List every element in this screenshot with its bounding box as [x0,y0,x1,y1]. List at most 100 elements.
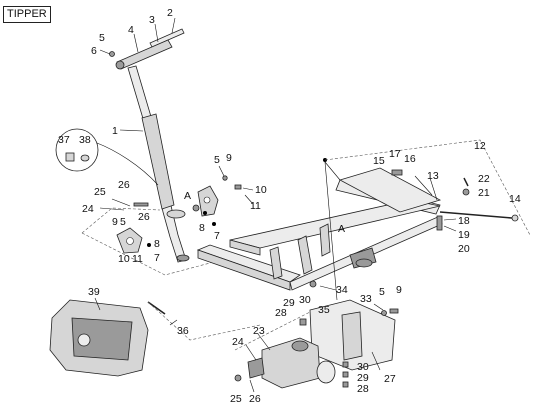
bolt-part-6 [109,51,115,57]
callout-37: 37 [58,134,70,146]
callout-10-upper: 10 [255,184,267,196]
callout-A-upper: A [184,190,191,202]
screw-part-36 [147,301,261,341]
callout-A-frame: A [338,223,345,235]
callout-5-left: 5 [120,216,126,228]
rod-end [511,214,519,222]
chassis-frame [196,139,531,301]
callout-36: 36 [177,325,189,337]
bolt-9c [389,308,399,314]
callout-22: 22 [478,173,490,185]
handle-end-cap [115,60,125,70]
callout-24-left: 24 [82,203,94,215]
callout-5-right: 5 [379,286,385,298]
callout-11-left: 11 [132,253,143,265]
bolt-33 [381,310,387,316]
handle-part-4 [116,39,173,70]
callout-29-lower: 29 [357,372,369,384]
callout-8-upper: 8 [199,222,205,234]
callout-19: 19 [458,229,470,241]
callout-26-pump: 26 [249,393,261,405]
callout-5: 5 [99,32,105,44]
callout-38: 38 [79,134,91,146]
callout-25-pump: 25 [230,393,242,405]
callout-39: 39 [88,286,100,298]
callout-14: 14 [509,193,521,205]
callout-15: 15 [373,155,385,167]
nut-7 [212,222,216,226]
callout-5-upper: 5 [214,154,220,166]
bolt-22 [463,177,469,187]
callout-27: 27 [384,373,396,385]
callout-10-left: 10 [118,253,130,265]
callout-1: 1 [112,125,118,137]
callout-8-left: 8 [154,238,160,250]
frame-strut-3 [269,246,283,280]
bolt-25b [234,374,242,382]
callout-3: 3 [149,14,155,26]
washer-29b [342,371,349,378]
frame-rail-front-side [197,249,291,291]
pump-motor-end [316,360,336,384]
column-collar [166,209,186,219]
pump-mount-24 [247,357,265,379]
rod-part-2 [149,28,185,48]
callout-28-lower: 28 [357,383,369,395]
nut-34 [309,280,317,288]
lower-bracket [81,198,241,276]
washer-5 [222,175,228,181]
callout-23: 23 [253,325,265,337]
callout-20: 20 [458,243,470,255]
callout-4: 4 [128,24,134,36]
detail-circle [55,128,159,186]
cap-part-37 [65,152,75,162]
bracket-27-flange [341,311,363,361]
bolt-10 [234,184,242,190]
callout-7-upper: 7 [214,230,220,242]
pump-body [261,337,321,389]
pin-18 [436,215,443,231]
callout-28-upper: 28 [275,307,287,319]
frame-strut-1 [297,235,313,275]
diagram-title: TIPPER [3,6,51,23]
callout-2: 2 [167,7,173,19]
callout-labels: 2 3 4 5 6 1 37 38 5 9 10 11 A 8 7 25 26 … [58,7,521,405]
callout-7-left: 7 [154,252,160,264]
washer-30b [342,361,349,368]
upper-bracket [192,165,254,226]
callout-9-upper: 9 [226,152,232,164]
column-foot [176,254,190,262]
callout-17: 17 [389,148,401,160]
callout-13: 13 [427,170,439,182]
callout-9-right: 9 [396,284,402,296]
pump-part-23 [234,333,336,393]
column-sleeve [141,113,175,210]
link-rod-assembly [391,169,519,232]
nut-21 [462,188,470,196]
lever-assembly [99,17,190,263]
callout-25-left: 25 [94,186,106,198]
frame-rear-plate [338,167,442,213]
callout-11-upper: 11 [250,200,261,212]
pump-reservoir-cap [291,340,309,352]
detail-circle-outline [55,128,99,172]
callout-30-lower: 30 [357,361,369,373]
callout-26-left: 26 [118,179,130,191]
bolt-26 [133,202,149,207]
frame-strut-2 [319,223,331,257]
nut-7b [147,243,151,247]
callout-18: 18 [458,215,470,227]
callout-34: 34 [336,284,348,296]
cover-hole [77,333,91,347]
frame-side-rail-edge [229,239,261,256]
frame-hinge-roll [355,258,373,268]
cap-part-38 [80,154,90,162]
washer-29-30 [299,318,307,326]
cover-panel [71,317,133,361]
callout-16: 16 [404,153,416,165]
callout-33: 33 [360,293,372,305]
callout-30-upper: 30 [299,294,311,306]
callout-6: 6 [91,45,97,57]
callout-26-right: 26 [138,211,150,223]
